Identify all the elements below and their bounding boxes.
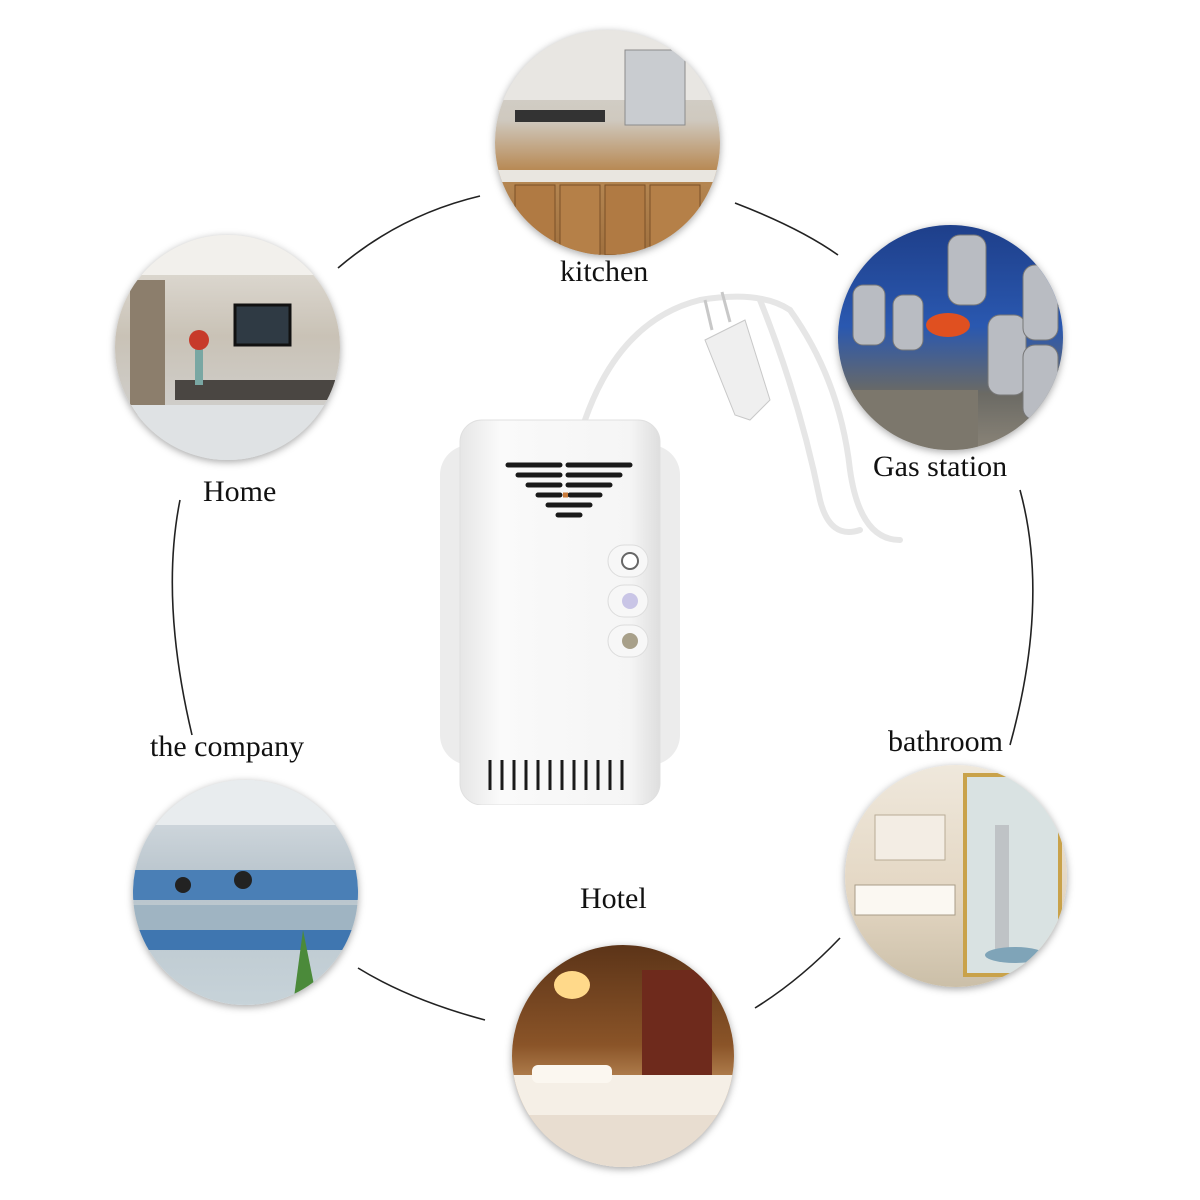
- control-panel: [607, 544, 649, 658]
- scene-label-company: the company: [150, 730, 305, 763]
- plug-icon: [703, 291, 771, 421]
- company-scene-image: [133, 780, 358, 1005]
- bottom-vent: [488, 760, 624, 790]
- gas-detector-product: [440, 415, 680, 806]
- scene-label-gas-station: Gas station: [873, 450, 1008, 483]
- speaker-grille: [505, 462, 633, 518]
- scene-label-kitchen: kitchen: [560, 255, 649, 288]
- scene-label-hotel: Hotel: [580, 882, 647, 915]
- scene-label-bathroom: bathroom: [888, 725, 1003, 758]
- scene-label-home: Home: [203, 475, 277, 508]
